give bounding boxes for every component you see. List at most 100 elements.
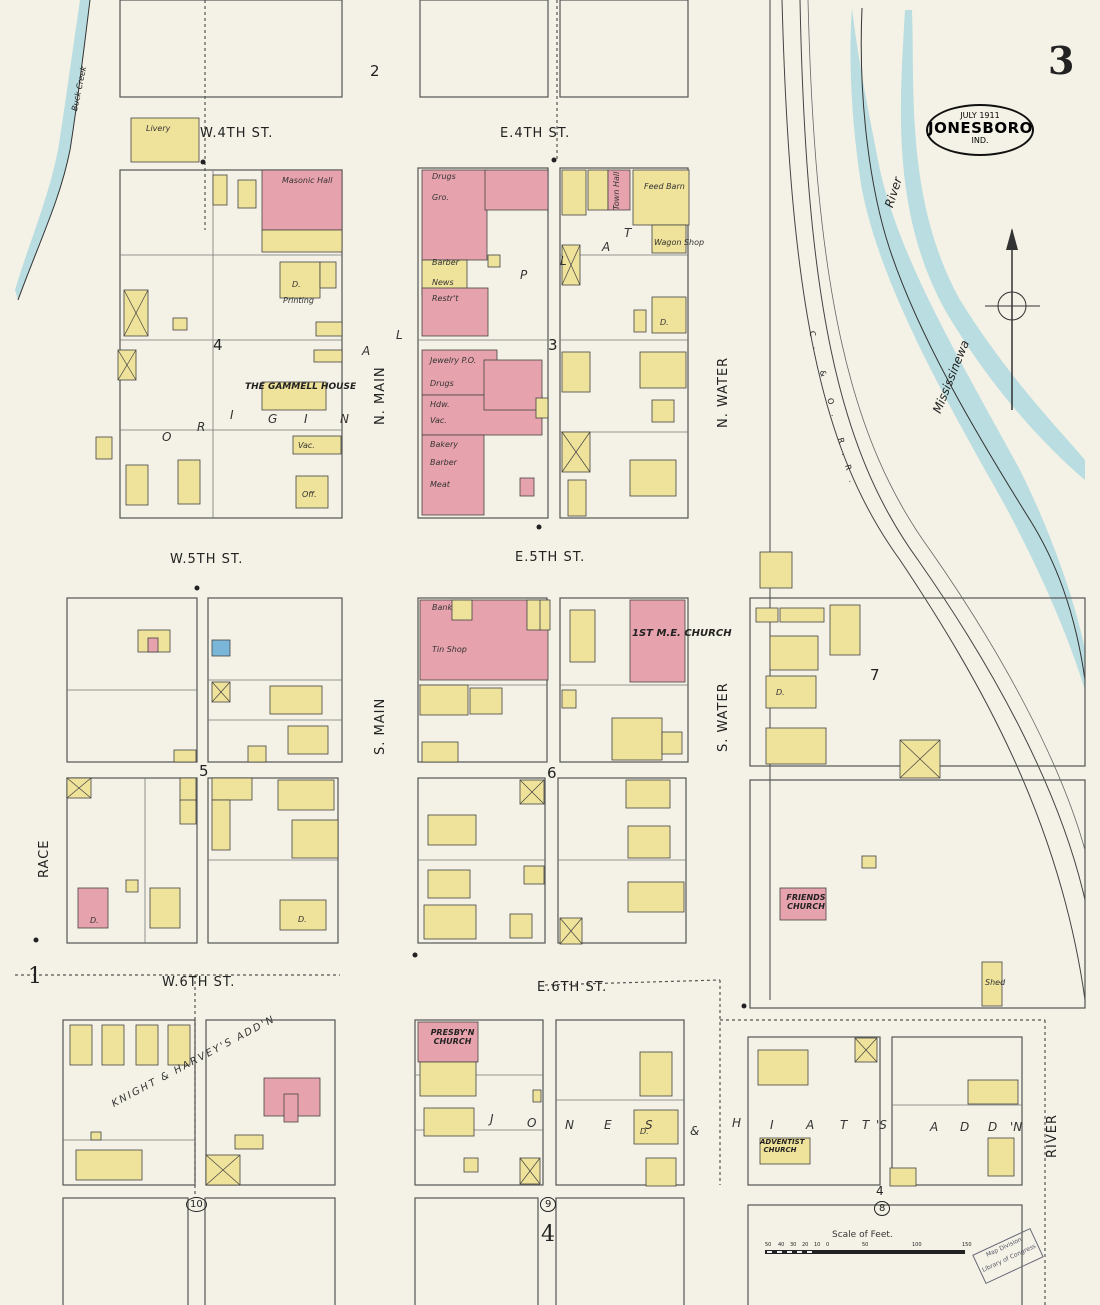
frame-building bbox=[967, 1079, 1019, 1105]
frame-building bbox=[261, 381, 327, 411]
building-label: Off. bbox=[302, 490, 317, 499]
plat-letter: 'N bbox=[1010, 1120, 1023, 1134]
city-block bbox=[749, 779, 1086, 1009]
plat-letter: T bbox=[624, 226, 632, 240]
shed-cross bbox=[117, 349, 137, 381]
frame-building bbox=[632, 169, 690, 226]
frame-building bbox=[287, 725, 329, 755]
plat-letter: J bbox=[490, 1112, 494, 1126]
frame-building bbox=[315, 321, 343, 337]
adjoining-sheet-ref[interactable]: 9 bbox=[540, 1197, 557, 1212]
frame-building bbox=[611, 717, 663, 761]
creek-bank bbox=[17, 0, 91, 301]
building-label: D. bbox=[640, 1127, 649, 1136]
block-number: 6 bbox=[547, 764, 557, 782]
scale-bar-division bbox=[807, 1251, 812, 1253]
frame-building bbox=[755, 607, 779, 623]
frame-building bbox=[130, 117, 200, 163]
scale-tick-label: 100 bbox=[912, 1242, 922, 1248]
block-number: 2 bbox=[370, 62, 380, 80]
railroad-track bbox=[781, 0, 1086, 1001]
frame-building bbox=[135, 1024, 159, 1066]
city-block bbox=[557, 777, 687, 944]
scale-bar-division bbox=[797, 1251, 802, 1253]
adjoining-sheet-ref[interactable]: 8 bbox=[874, 1201, 891, 1216]
frame-building bbox=[291, 819, 339, 859]
adventist-church-label: ADVENTIST CHURCH bbox=[760, 1138, 805, 1154]
frame-building bbox=[487, 254, 501, 268]
street-e6: E.6TH ST. bbox=[537, 980, 608, 995]
frame-building bbox=[451, 599, 473, 621]
frame-building bbox=[427, 869, 471, 899]
city-block bbox=[747, 1036, 881, 1186]
livery-label: Livery bbox=[146, 124, 171, 133]
plat-letter: S bbox=[645, 1118, 653, 1132]
adjoining-sheet-ref[interactable]: 10 bbox=[186, 1197, 207, 1212]
fire-hydrant bbox=[536, 524, 542, 530]
city-block bbox=[414, 1197, 539, 1305]
plat-letter: A bbox=[930, 1120, 939, 1134]
shed-cross bbox=[519, 1157, 541, 1185]
street-n-main: N. MAIN bbox=[373, 366, 388, 425]
city-block bbox=[891, 1036, 1023, 1186]
scale-tick-label: 150 bbox=[962, 1242, 972, 1248]
shed-cross bbox=[211, 681, 231, 703]
frame-building bbox=[179, 799, 197, 825]
masonic-hall-label: Masonic Hall bbox=[282, 176, 333, 185]
building-label: D. bbox=[90, 916, 99, 925]
frame-building bbox=[633, 309, 647, 333]
scale-bar-division bbox=[767, 1251, 772, 1253]
brick-building bbox=[77, 887, 109, 929]
brick-building bbox=[519, 477, 535, 497]
brick-building bbox=[283, 1093, 299, 1123]
frame-building bbox=[627, 825, 671, 859]
city-block bbox=[559, 597, 689, 763]
scale-tick-label: 10 bbox=[814, 1242, 821, 1248]
block-number: 3 bbox=[548, 336, 558, 354]
brick-building bbox=[779, 887, 827, 921]
shed-cross bbox=[854, 1037, 878, 1063]
frame-building bbox=[567, 479, 587, 517]
frame-building bbox=[211, 799, 231, 851]
frame-building bbox=[292, 435, 342, 455]
state-name: IND. bbox=[971, 136, 989, 145]
frame-building bbox=[765, 727, 827, 765]
plat-letter: N bbox=[340, 412, 349, 426]
building-label: Barber bbox=[430, 458, 457, 467]
frame-building bbox=[95, 436, 113, 460]
block-number: 4 bbox=[541, 1222, 555, 1247]
shed-cross bbox=[66, 777, 92, 799]
scale-tick-label: 50 bbox=[862, 1242, 869, 1248]
city-block bbox=[555, 1197, 685, 1305]
shed-cross bbox=[519, 779, 545, 805]
scale-bar-line bbox=[765, 1250, 965, 1254]
city-block bbox=[66, 777, 198, 944]
building-label: Drugs bbox=[432, 172, 456, 181]
building-label: Shed bbox=[985, 978, 1006, 987]
friends-church-label: FRIENDS CHURCH bbox=[786, 893, 826, 911]
frame-building bbox=[509, 913, 533, 939]
frame-building bbox=[125, 879, 139, 893]
plat-letter: L bbox=[560, 254, 567, 268]
plat-letter: D bbox=[960, 1120, 970, 1134]
frame-building bbox=[177, 459, 201, 505]
frame-building bbox=[179, 777, 197, 803]
frame-building bbox=[981, 961, 1003, 1007]
street-race: RACE bbox=[37, 839, 52, 878]
building-label: Jewelry P.O. bbox=[430, 356, 477, 365]
brick-building bbox=[629, 599, 686, 683]
city-block bbox=[559, 167, 689, 519]
brick-building bbox=[147, 637, 159, 653]
city-block bbox=[204, 1197, 336, 1305]
frame-building bbox=[759, 1137, 811, 1165]
frame-building bbox=[625, 779, 671, 809]
plat-letter: 'S bbox=[876, 1118, 887, 1132]
frame-building bbox=[532, 1089, 542, 1103]
city-block bbox=[414, 1019, 544, 1186]
building-label: Vac. bbox=[430, 416, 447, 425]
frame-building bbox=[861, 855, 877, 869]
frame-building bbox=[539, 599, 551, 631]
frame-building bbox=[427, 814, 477, 846]
city-block bbox=[417, 777, 546, 944]
